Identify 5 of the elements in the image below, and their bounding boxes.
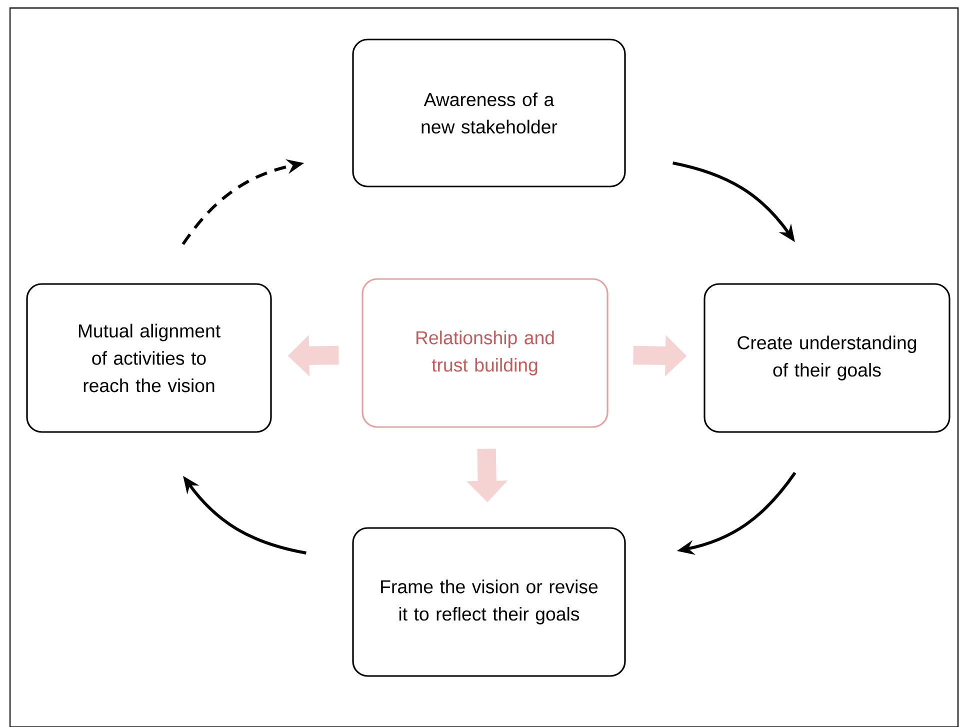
process-box: Frame the vision or revise it to reflect their goals bbox=[352, 527, 626, 677]
process-box: Awareness of a new stakeholder bbox=[352, 38, 626, 188]
process-box: Create understanding of their goals bbox=[704, 283, 950, 433]
center-box: Relationship and trust building bbox=[362, 278, 608, 428]
process-box: Mutual alignment of activities to reach the vision bbox=[26, 283, 272, 433]
